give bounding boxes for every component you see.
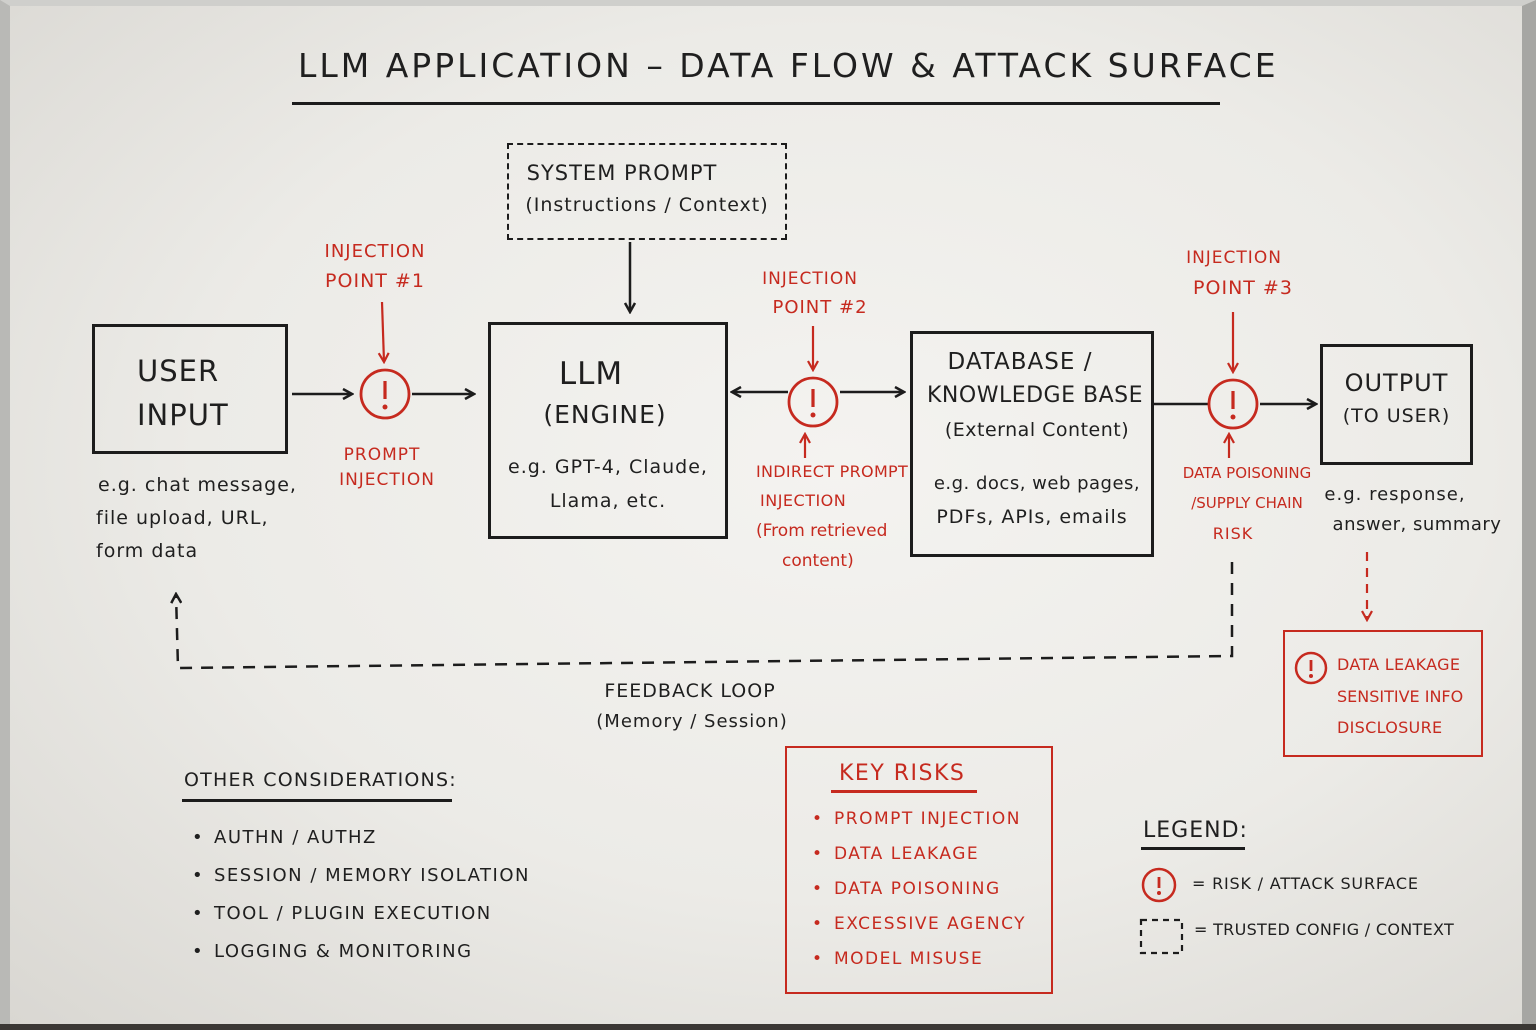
output-box: [1320, 344, 1473, 465]
risk-3-label-line2: /Supply Chain: [1191, 494, 1303, 512]
title-underline: [292, 102, 1220, 105]
output-example-1: e.g. response,: [1324, 484, 1466, 505]
injection-point-3-line2: Point #3: [1193, 277, 1293, 299]
output-title: Output: [1344, 369, 1449, 397]
risk-2-label-line3: (From retrieved: [756, 521, 888, 541]
database-example-1: e.g. docs, web pages,: [933, 473, 1141, 494]
consideration-item: Tool / Plugin Execution: [188, 895, 530, 933]
legend-underline: [1141, 847, 1245, 850]
feedback-loop-title: Feedback Loop: [604, 680, 776, 702]
legend-trusted-label: = Trusted Config / Context: [1194, 920, 1455, 939]
llm-example-1: e.g. GPT-4, Claude,: [508, 456, 708, 478]
database-subtitle: (External Content): [944, 419, 1130, 441]
user-input-box: [92, 324, 288, 454]
injection-point-1-line2: Point #1: [325, 270, 425, 292]
llm-title: LLM: [558, 356, 624, 392]
risk-circle-3-icon: [1207, 378, 1259, 430]
data-leakage-box: [1283, 630, 1483, 757]
key-risks-list: Prompt Injection Data Leakage Data Poiso…: [808, 802, 1026, 977]
key-risk-item: Excessive Agency: [808, 907, 1026, 942]
risk-1-label-line1: Prompt: [343, 445, 421, 465]
output-subtitle: (To User): [1342, 405, 1451, 427]
data-leakage-line3: Disclosure: [1337, 718, 1443, 737]
system-prompt-title: System Prompt: [526, 161, 718, 185]
system-prompt-subtitle: (Instructions / Context): [525, 194, 769, 216]
risk-circle-1-icon: [359, 368, 411, 420]
key-risk-item: Model Misuse: [808, 942, 1026, 977]
llm-example-2: Llama, etc.: [549, 490, 667, 512]
consideration-item: AuthN / AuthZ: [188, 819, 530, 857]
injection-point-1-line1: Injection: [324, 241, 426, 262]
consideration-item: Logging & Monitoring: [188, 933, 530, 971]
other-considerations-list: AuthN / AuthZ Session / Memory Isolation…: [188, 819, 530, 971]
database-line1: Database /: [947, 349, 1093, 375]
consideration-item: Session / Memory Isolation: [188, 857, 530, 895]
risk-1-label-line2: Injection: [339, 470, 435, 490]
injection-point-2-line2: Point #2: [772, 297, 868, 318]
key-risks-title: Key Risks: [839, 761, 966, 786]
key-risk-item: Data Leakage: [808, 837, 1026, 872]
page-title: LLM Application – Data Flow & Attack Sur…: [298, 46, 1279, 85]
database-line2: Knowledge Base: [927, 383, 1143, 408]
key-risks-underline: [831, 790, 977, 793]
injection-point-2-line1: Injection: [762, 269, 858, 289]
system-prompt-box: [507, 143, 787, 240]
risk-2-label-line1: Indirect Prompt: [756, 462, 909, 481]
risk-2-label-line4: content): [782, 551, 854, 571]
risk-circle-2-icon: [787, 376, 839, 428]
risk-3-label-line3: Risk: [1212, 524, 1254, 543]
user-input-example-3: form data: [96, 540, 199, 562]
key-risk-item: Prompt Injection: [808, 802, 1026, 837]
user-input-line2: Input: [137, 398, 229, 432]
other-considerations-underline: [182, 799, 452, 802]
injection-point-3-line1: Injection: [1186, 248, 1282, 268]
output-example-2: answer, summary: [1332, 514, 1502, 535]
flow-connectors: [10, 242, 1536, 955]
injection-arrow-1: [382, 301, 384, 362]
leakage-risk-icon: [1294, 651, 1328, 685]
key-risk-item: Data Poisoning: [808, 872, 1026, 907]
legend-risk-icon: [1141, 867, 1177, 903]
feedback-loop-subtitle: (Memory / Session): [596, 711, 788, 732]
legend-title: Legend:: [1143, 818, 1248, 843]
data-leakage-line2: Sensitive Info: [1337, 687, 1464, 706]
llm-box: [488, 322, 728, 539]
other-considerations-title: Other Considerations:: [184, 769, 457, 791]
key-risks-box: [785, 746, 1053, 994]
user-input-example-1: e.g. chat message,: [98, 474, 297, 496]
data-leakage-line1: Data Leakage: [1337, 655, 1461, 674]
llm-subtitle: (Engine): [543, 400, 667, 429]
risk-2-label-line2: Injection: [760, 491, 847, 510]
user-input-line1: User: [137, 354, 220, 388]
legend-risk-label: = Risk / Attack Surface: [1192, 874, 1419, 893]
legend-trusted-icon: [1139, 918, 1184, 955]
user-input-example-2: file upload, URL,: [96, 507, 269, 529]
database-box: [910, 331, 1154, 557]
database-example-2: PDFs, APIs, emails: [936, 506, 1128, 528]
feedback-loop-path: [176, 562, 1234, 670]
risk-3-label-line1: Data Poisoning: [1182, 464, 1312, 482]
